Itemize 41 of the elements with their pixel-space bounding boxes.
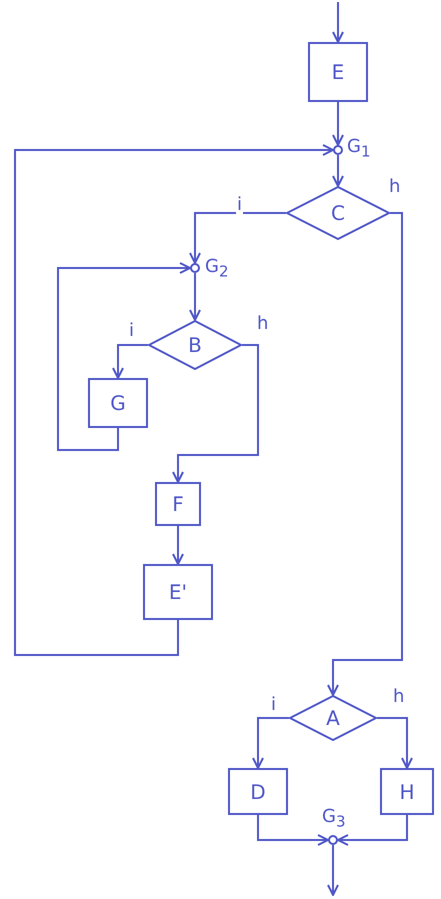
- arrow: [172, 526, 184, 565]
- decision-diamond: [148, 320, 242, 370]
- node-label: E': [168, 582, 188, 602]
- junction-circle: [190, 263, 200, 273]
- node-label: F: [172, 494, 184, 514]
- process-box: [380, 768, 434, 815]
- arrow: [257, 815, 329, 846]
- node-label: H: [399, 782, 415, 802]
- arrow: [189, 273, 201, 321]
- junction-label: G$_{3}$: [322, 806, 346, 831]
- process-box: [155, 482, 201, 526]
- node-label: E: [332, 62, 344, 82]
- process-box: [143, 564, 213, 620]
- arrow: [337, 815, 408, 846]
- arrow: [189, 212, 286, 264]
- arrow: [377, 717, 413, 769]
- process-box: [88, 378, 148, 428]
- arrow: [57, 262, 191, 451]
- arrow: [172, 344, 259, 483]
- arrow: [332, 155, 344, 187]
- node-label: D: [250, 782, 266, 802]
- junction-circle: [328, 835, 338, 845]
- arrow: [14, 144, 334, 656]
- junction-label: G$_{2}$: [205, 256, 228, 281]
- node-label: G: [110, 393, 126, 413]
- edge-label: i: [236, 196, 244, 214]
- process-box: [228, 768, 288, 815]
- node-label: A: [326, 708, 340, 728]
- node-label: C: [331, 203, 345, 223]
- node-label: B: [188, 335, 202, 355]
- process-box: [308, 42, 368, 102]
- arrow: [332, 2, 344, 43]
- arrow: [332, 102, 344, 146]
- junction-label: G$_{1}$: [347, 136, 370, 161]
- arrow: [327, 845, 339, 896]
- decision-diamond: [286, 186, 390, 240]
- decision-diamond: [289, 695, 377, 741]
- arrow: [327, 212, 403, 696]
- arrow: [112, 344, 148, 379]
- junction-circle: [333, 145, 343, 155]
- arrow: [252, 717, 289, 769]
